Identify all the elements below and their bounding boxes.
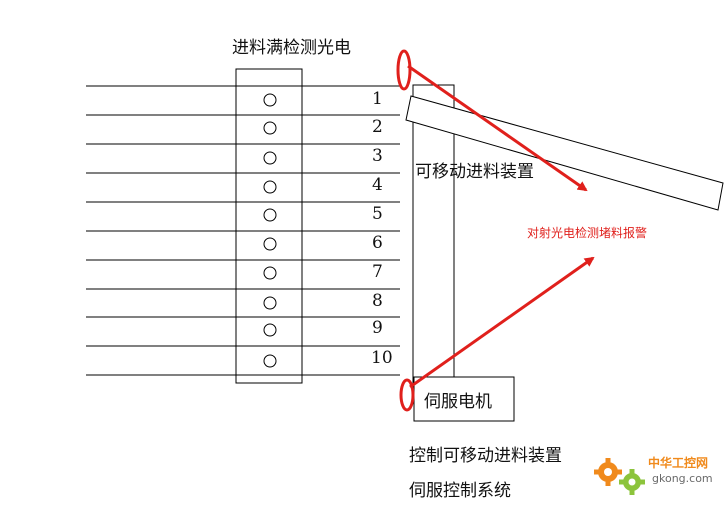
gear-icon (594, 458, 645, 495)
caption-line-2: 伺服控制系统 (409, 481, 511, 501)
sensor-indicator (263, 180, 277, 194)
highlight-ellipse-top (396, 49, 412, 91)
arrow-to-alarm-top (407, 64, 588, 192)
caption-line-1: 控制可移动进料装置 (409, 446, 562, 466)
sensor-indicator (263, 151, 277, 165)
watermark-text-en: gkong.com (652, 472, 713, 485)
sensor-indicator (263, 121, 277, 135)
sensor-indicator (263, 266, 277, 280)
sensor-number: 3 (372, 146, 383, 166)
servo-motor-box (413, 376, 515, 422)
alarm-label: 对射光电检测堵料报警 (527, 226, 648, 240)
sensor-indicator (263, 323, 277, 337)
sensor-indicator (263, 237, 277, 251)
sensor-number: 6 (372, 233, 383, 253)
sensor-number: 2 (372, 117, 383, 137)
sensor-indicator (263, 208, 277, 222)
servo-motor-label: 伺服电机 (424, 392, 492, 412)
sensor-number: 9 (372, 318, 383, 338)
sensor-rows (86, 85, 400, 376)
sensor-box (235, 68, 303, 384)
conveyor-bar (405, 95, 724, 211)
arrow-to-alarm-bottom (409, 256, 595, 389)
sensor-number: 10 (371, 348, 393, 368)
sensor-indicator (263, 354, 277, 368)
highlight-ellipse-bottom (399, 378, 415, 412)
sensor-number: 4 (372, 175, 383, 195)
moving-device-label: 可移动进料装置 (415, 162, 534, 182)
diagram-title: 进料满检测光电 (232, 38, 351, 58)
sensor-number: 1 (372, 89, 383, 109)
watermark-text-cn: 中华工控网 (648, 456, 709, 470)
sensor-number: 8 (372, 291, 383, 311)
sensor-indicator (263, 296, 277, 310)
sensor-number: 7 (372, 262, 383, 282)
sensor-indicator (263, 93, 277, 107)
sensor-number: 5 (372, 204, 383, 224)
